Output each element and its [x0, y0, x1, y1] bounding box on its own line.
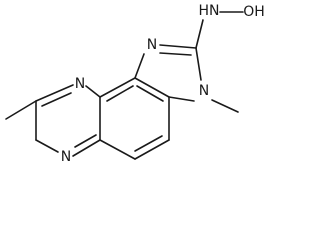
bond-c2-n-methyl — [195, 47, 202, 81]
bond-group — [5, 11, 244, 160]
bond-c4-c5 — [134, 139, 170, 160]
bond-c-n-top-inner — [41, 92, 72, 107]
bond-c5-c5a — [99, 139, 136, 160]
bond-ch-n-bottom — [35, 139, 59, 153]
bond-c9a-c9b-inner — [106, 85, 134, 102]
bond-c9a-c9b — [99, 77, 136, 98]
bond-n-top-c9a — [85, 85, 101, 98]
atom-hn: HN — [199, 3, 220, 19]
bond-n-bottom-c5a-inner — [74, 134, 97, 148]
bond-c4-c5-inner — [134, 135, 163, 152]
bond-c9b-n-imidazole-top — [134, 53, 145, 79]
bond-n-imidazole-top-c2 — [159, 44, 197, 49]
bond-c-n-top — [35, 84, 74, 102]
bond-n-methyl-ch3 — [211, 99, 239, 113]
bond-n-imidazole-top-c2-inner — [159, 52, 192, 56]
atom-oh: OH — [243, 4, 265, 20]
bond-methyl-left — [5, 100, 37, 120]
chemical-structure: N N N N HN OH — [5, 3, 265, 165]
bond-n-bottom-c5a — [72, 139, 101, 157]
atom-n-top-right: N — [75, 76, 85, 92]
bond-c9b-c3a — [134, 77, 170, 98]
atom-n-imidazole-top: N — [147, 37, 157, 53]
bond-n-methyl-c3a — [168, 96, 195, 102]
atom-n-imidazole-methyl: N — [199, 83, 209, 99]
bond-c9b-c3a-inner — [136, 85, 164, 102]
atom-labels: N N N N HN OH — [61, 3, 265, 165]
bond-c2-hn — [195, 19, 204, 49]
atom-n-bottom-left: N — [61, 149, 71, 165]
